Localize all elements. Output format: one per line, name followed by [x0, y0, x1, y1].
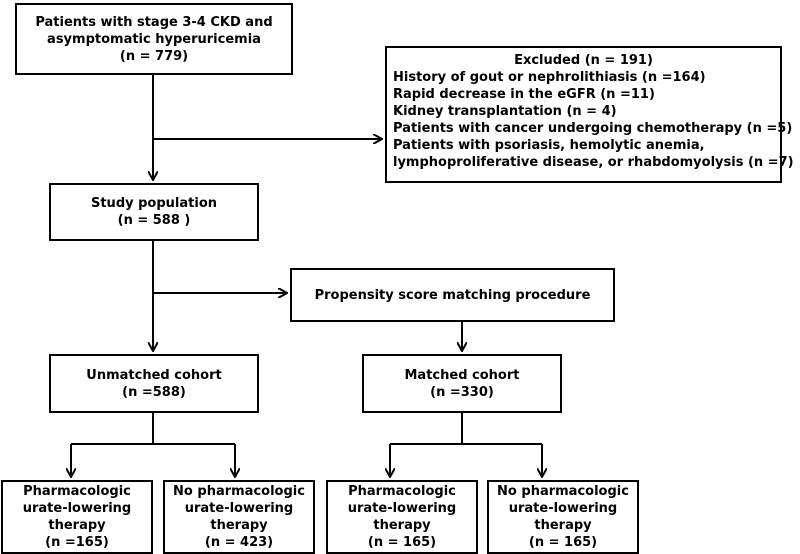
leaf-line: (n =165): [45, 535, 109, 550]
leaf-line: No pharmacologic: [173, 484, 305, 499]
excluded-item: Patients with cancer undergoing chemothe…: [393, 121, 793, 136]
patients-box: Patients with stage 3-4 CKD and asymptom…: [15, 3, 293, 75]
unmatched-cohort-box: Unmatched cohort (n =588): [49, 354, 259, 413]
leaf-line: (n = 165): [367, 535, 437, 550]
leaf-line: Pharmacologic: [23, 484, 131, 499]
leaf-box-no-pharmacologic-matched: No pharmacologic urate-lowering therapy …: [487, 480, 639, 554]
leaf-line: therapy: [210, 518, 268, 533]
leaf-line: therapy: [373, 518, 431, 533]
leaf-line: Pharmacologic: [348, 484, 456, 499]
leaf-line: urate-lowering: [347, 501, 457, 516]
leaf-line: (n = 423): [204, 535, 274, 550]
study-line-1: Study population: [90, 196, 218, 211]
patients-line-1: Patients with stage 3-4 CKD and: [35, 14, 273, 30]
excluded-item: Rapid decrease in the eGFR (n =11): [393, 87, 655, 102]
unmatched-line-2: (n =588): [122, 384, 186, 400]
leaf-line: urate-lowering: [22, 501, 132, 516]
patients-line-3: (n = 779): [119, 48, 189, 64]
leaf-line: therapy: [48, 518, 106, 533]
matched-cohort-box: Matched cohort (n =330): [362, 354, 562, 413]
study-population-box: Study population (n = 588 ): [49, 183, 259, 241]
excluded-item: History of gout or nephrolithiasis (n =1…: [393, 70, 706, 85]
excluded-box: Excluded (n = 191) History of gout or ne…: [385, 46, 794, 183]
leaf-line: No pharmacologic: [497, 484, 629, 499]
leaf-line: therapy: [534, 518, 592, 533]
leaf-line: (n = 165): [528, 535, 598, 550]
excluded-item: Kidney transplantation (n = 4): [393, 104, 617, 119]
leaf-line: urate-lowering: [184, 501, 294, 516]
matched-line-1: Matched cohort: [404, 367, 520, 383]
leaf-box-no-pharmacologic-unmatched: No pharmacologic urate-lowering therapy …: [163, 480, 315, 554]
excluded-item: lymphoproliferative disease, or rhabdomy…: [393, 155, 794, 170]
leaf-line: urate-lowering: [508, 501, 618, 516]
matched-line-2: (n =330): [430, 384, 494, 400]
leaf-box-pharmacologic-matched: Pharmacologic urate-lowering therapy (n …: [326, 480, 478, 554]
psm-label: Propensity score matching procedure: [314, 287, 591, 303]
unmatched-line-1: Unmatched cohort: [86, 367, 222, 383]
study-line-2: (n = 588 ): [117, 213, 191, 228]
excluded-title: Excluded (n = 191): [514, 53, 653, 68]
propensity-score-box: Propensity score matching procedure: [290, 268, 615, 322]
patients-line-2: asymptomatic hyperuricemia: [47, 31, 261, 47]
excluded-item: Patients with psoriasis, hemolytic anemi…: [393, 138, 705, 153]
leaf-box-pharmacologic-unmatched: Pharmacologic urate-lowering therapy (n …: [1, 480, 153, 554]
